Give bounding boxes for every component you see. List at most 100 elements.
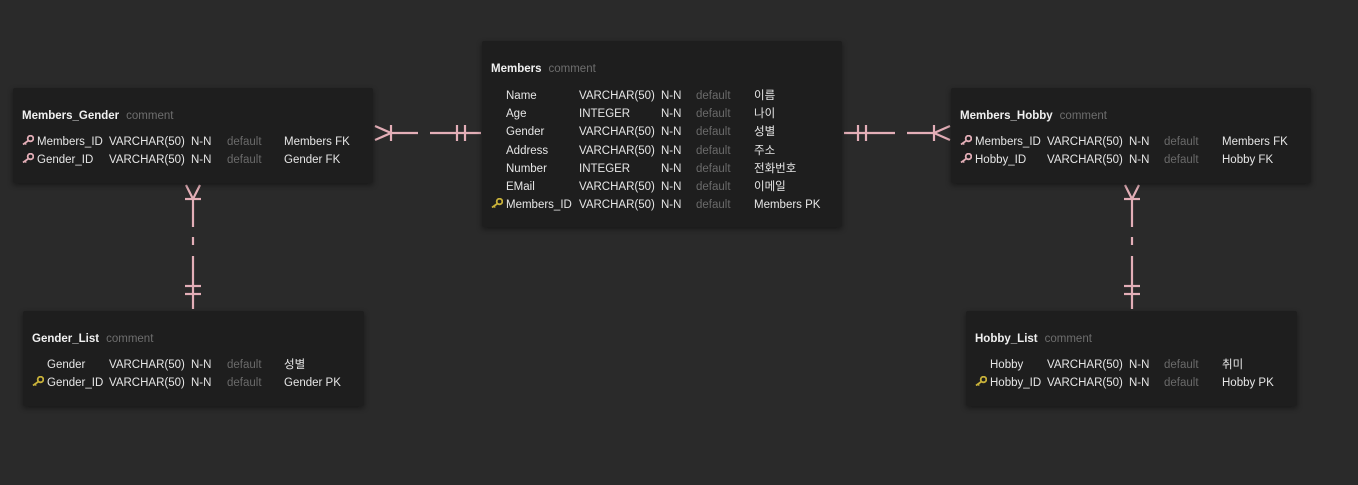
- column-name: EMail: [506, 181, 535, 193]
- column-type: VARCHAR(50): [579, 126, 655, 139]
- column-comment: 이메일: [754, 181, 786, 193]
- column-type: VARCHAR(50): [579, 181, 655, 193]
- column-nullability: N-N: [1129, 377, 1150, 390]
- column-name: Gender_ID: [37, 154, 94, 167]
- column-name: Hobby_ID: [975, 154, 1027, 167]
- column-default: default: [227, 154, 262, 167]
- table-name: Members_Gender: [22, 110, 120, 122]
- column-nullability: N-N: [661, 199, 682, 212]
- table-comment: comment: [106, 333, 154, 345]
- column-comment: 성별: [284, 359, 306, 371]
- column-name: Name: [506, 90, 537, 102]
- column-name: Hobby_ID: [990, 377, 1042, 390]
- column-name: Age: [506, 108, 527, 121]
- column-comment: 나이: [754, 108, 776, 121]
- column-row[interactable]: Members_ID VARCHAR(50) N-N default Members P…: [482, 196, 842, 214]
- crows-foot: [933, 124, 951, 135]
- column-comment: Members FK: [1222, 136, 1288, 148]
- column-name: Members_ID: [37, 136, 103, 148]
- column-row[interactable]: Gender_ID VARCHAR(50) N-N default Gender FK: [13, 151, 373, 169]
- column-comment: 주소: [754, 144, 776, 157]
- foreign-key-icon: [22, 133, 35, 146]
- table-gender-list[interactable]: Gender_List comment Gender VARCHAR(50) N-N d…: [23, 311, 364, 406]
- column-type: VARCHAR(50): [579, 199, 655, 212]
- table-comment: comment: [126, 110, 174, 122]
- crows-foot: [1131, 184, 1140, 200]
- column-default: default: [1164, 154, 1199, 167]
- column-comment: 취미: [1222, 359, 1244, 371]
- table-name: Gender_List: [32, 333, 100, 345]
- column-name: Members_ID: [506, 199, 572, 212]
- column-nullability: N-N: [661, 162, 682, 175]
- column-type: INTEGER: [579, 108, 631, 121]
- column-default: default: [1164, 359, 1199, 371]
- column-default: default: [696, 90, 731, 102]
- column-type: VARCHAR(50): [109, 154, 185, 167]
- column-default: default: [696, 181, 731, 193]
- column-type: VARCHAR(50): [109, 359, 185, 371]
- table-comment: comment: [548, 63, 596, 75]
- table-comment: comment: [1044, 333, 1092, 345]
- column-comment: Gender FK: [284, 154, 341, 167]
- column-name: Number: [506, 162, 547, 175]
- column-default: default: [1164, 136, 1199, 148]
- table-name: Members_Hobby: [960, 110, 1053, 122]
- column-comment: 성별: [754, 126, 776, 139]
- table-header: Members_Gender comment: [22, 110, 173, 122]
- column-type: VARCHAR(50): [579, 90, 655, 102]
- column-type: VARCHAR(50): [1047, 377, 1123, 390]
- table-comment: comment: [1059, 110, 1107, 122]
- crows-foot: [192, 184, 201, 200]
- column-comment: Members FK: [284, 136, 350, 148]
- foreign-key-icon: [22, 151, 35, 164]
- column-default: default: [227, 377, 262, 390]
- column-comment: Gender PK: [284, 377, 341, 390]
- table-header: Gender_List comment: [32, 333, 153, 345]
- table-name: Hobby_List: [975, 333, 1038, 345]
- primary-key-icon: [975, 374, 988, 387]
- column-default: default: [696, 199, 731, 212]
- table-header: Members_Hobby comment: [960, 110, 1107, 122]
- column-nullability: N-N: [191, 154, 212, 167]
- column-type: VARCHAR(50): [1047, 154, 1123, 167]
- column-default: default: [696, 126, 731, 139]
- column-nullability: N-N: [1129, 154, 1150, 167]
- column-name: Gender: [47, 359, 86, 371]
- column-default: default: [227, 136, 262, 148]
- crows-foot: [933, 131, 951, 142]
- column-nullability: N-N: [661, 90, 682, 102]
- column-comment: Members PK: [754, 199, 821, 212]
- column-nullability: N-N: [1129, 136, 1150, 148]
- primary-key-icon: [491, 196, 504, 209]
- column-comment: 이름: [754, 90, 776, 102]
- column-name: Address: [506, 144, 549, 157]
- column-nullability: N-N: [191, 377, 212, 390]
- crows-foot: [374, 131, 392, 142]
- column-nullability: N-N: [1129, 359, 1150, 371]
- foreign-key-icon: [960, 151, 973, 164]
- column-comment: Hobby PK: [1222, 377, 1274, 390]
- column-row[interactable]: Name VARCHAR(50) N-N default 이름: [482, 87, 842, 105]
- column-type: VARCHAR(50): [579, 144, 655, 157]
- column-nullability: N-N: [661, 108, 682, 121]
- column-type: INTEGER: [579, 162, 631, 175]
- column-default: default: [696, 162, 731, 175]
